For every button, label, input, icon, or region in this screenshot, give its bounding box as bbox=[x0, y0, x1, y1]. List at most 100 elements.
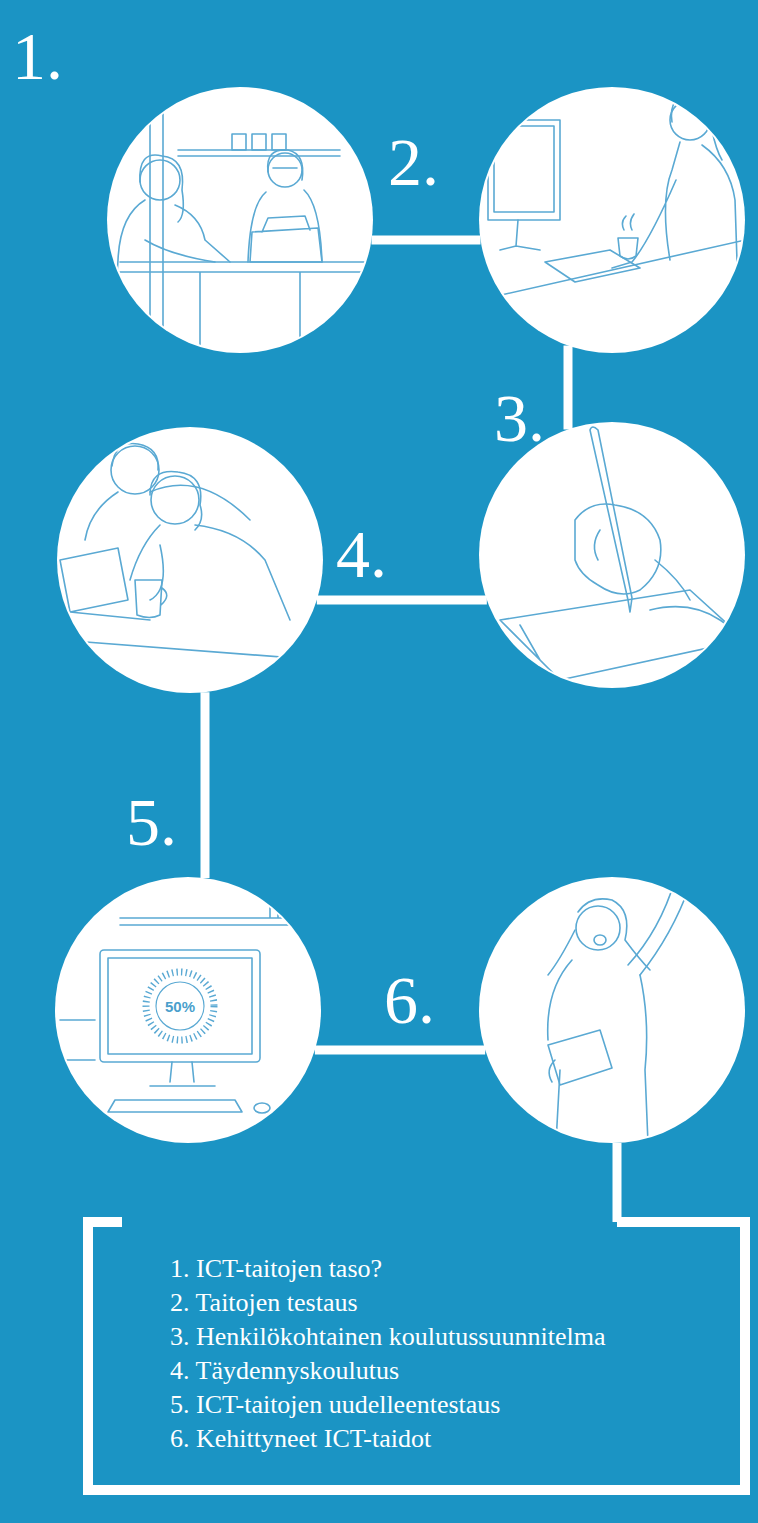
computer-desk-sketch bbox=[545, 250, 640, 282]
cheering-woman-sketch bbox=[548, 858, 698, 1143]
cheering-woman-sketch bbox=[628, 880, 690, 975]
computer-desk-sketch bbox=[618, 214, 638, 259]
progress-computer-sketch bbox=[108, 958, 252, 1054]
computer-desk-sketch bbox=[479, 240, 745, 300]
list-item: 3. Henkilökohtainen koulutussuunnitelma bbox=[170, 1320, 740, 1354]
connector-line bbox=[613, 1143, 622, 1222]
shop-counter-sketch bbox=[272, 134, 286, 150]
cheering-woman-sketch bbox=[674, 858, 698, 882]
connector-line bbox=[568, 346, 569, 430]
shop-counter-sketch bbox=[252, 134, 266, 150]
writing-hand-sketch bbox=[575, 504, 661, 594]
shop-counter-sketch bbox=[120, 262, 372, 352]
computer-desk-sketch bbox=[488, 120, 560, 220]
shop-counter-sketch bbox=[178, 150, 340, 156]
shop-counter-sketch bbox=[232, 134, 246, 150]
circle-outline bbox=[107, 87, 373, 353]
computer-desk-sketch bbox=[670, 100, 710, 140]
shop-counter-sketch bbox=[140, 155, 183, 222]
connector-line bbox=[317, 600, 487, 601]
connector-line bbox=[564, 346, 573, 430]
writing-hand-sketch bbox=[590, 427, 632, 612]
step-circle: 3. bbox=[479, 422, 745, 688]
circle-outline bbox=[479, 87, 745, 353]
connector-line bbox=[317, 596, 487, 605]
shop-counter-sketch bbox=[112, 200, 230, 352]
step-circle: 5. bbox=[55, 877, 321, 1143]
laptop-pair-sketch bbox=[135, 580, 167, 618]
laptop-pair-sketch bbox=[151, 476, 199, 524]
step-number: 6. bbox=[384, 966, 435, 1034]
laptop-pair-sketch bbox=[150, 471, 202, 530]
circle-outline bbox=[57, 427, 323, 693]
circle-fill bbox=[57, 427, 323, 693]
shop-counter-sketch bbox=[150, 88, 163, 330]
list-item: 4. Täydennyskoulutus bbox=[170, 1354, 740, 1388]
writing-hand-sketch bbox=[594, 530, 690, 600]
circle-outline bbox=[479, 422, 745, 688]
circle-outline bbox=[479, 877, 745, 1143]
step-number: 1. bbox=[12, 22, 63, 90]
laptop-pair-sketch bbox=[60, 443, 320, 660]
shop-counter-sketch bbox=[250, 216, 322, 262]
writing-hand-sketch bbox=[500, 590, 745, 680]
connector-line bbox=[205, 692, 206, 878]
circle-fill bbox=[479, 422, 745, 688]
shop-counter-sketch bbox=[268, 153, 302, 187]
connector-line bbox=[315, 1050, 485, 1051]
laptop-pair-sketch bbox=[112, 443, 158, 470]
step-circle: 2. bbox=[479, 87, 745, 353]
progress-computer-sketch bbox=[120, 885, 330, 925]
cheering-woman-sketch bbox=[548, 1030, 612, 1085]
progress-computer-sketch bbox=[60, 885, 330, 1113]
circle-outline bbox=[55, 877, 321, 1143]
bracket-line bbox=[88, 1222, 745, 1490]
shop-counter-sketch bbox=[248, 190, 322, 262]
computer-desk-sketch bbox=[612, 142, 740, 352]
computer-desk-sketch bbox=[479, 96, 745, 352]
list-frame: 1. ICT-taitojen taso?2. Taitojen testaus… bbox=[83, 1217, 750, 1495]
circle-fill bbox=[479, 87, 745, 353]
laptop-pair-sketch bbox=[111, 446, 159, 494]
writing-hand-sketch bbox=[500, 427, 745, 680]
list-item: 5. ICT-taitojen uudelleentestaus bbox=[170, 1388, 740, 1422]
computer-desk-sketch bbox=[494, 126, 554, 212]
circle-fill bbox=[107, 87, 373, 353]
laptop-pair-sketch bbox=[130, 525, 290, 620]
writing-hand-sketch bbox=[650, 607, 745, 640]
step-number: 5. bbox=[126, 788, 177, 856]
progress-computer-sketch bbox=[156, 982, 204, 1030]
laptop-pair-sketch bbox=[60, 548, 150, 620]
connector-line bbox=[371, 240, 480, 241]
cheering-woman-sketch bbox=[594, 935, 606, 945]
cheering-woman-sketch bbox=[548, 960, 648, 1143]
progress-computer-sketch bbox=[150, 1062, 215, 1086]
list-item: 1. ICT-taitojen taso? bbox=[170, 1252, 740, 1286]
shop-counter-sketch bbox=[140, 160, 180, 200]
list-item: 6. Kehittyneet ICT-taidot bbox=[170, 1422, 740, 1456]
shop-counter-sketch bbox=[112, 88, 372, 352]
connector-line bbox=[371, 236, 480, 245]
circle-fill bbox=[55, 877, 321, 1143]
list-item: 2. Taitojen testaus bbox=[170, 1286, 740, 1320]
laptop-pair-sketch bbox=[60, 640, 320, 660]
connector-line bbox=[201, 692, 210, 878]
step-circle: 6. bbox=[479, 877, 745, 1143]
step-number: 2. bbox=[388, 128, 439, 196]
progress-computer-sketch bbox=[60, 1020, 95, 1060]
computer-desk-sketch bbox=[671, 96, 722, 160]
cheering-woman-sketch bbox=[576, 906, 620, 950]
laptop-pair-sketch bbox=[85, 485, 250, 540]
step-circle: 4. bbox=[57, 427, 323, 693]
progress-computer-sketch bbox=[254, 1103, 270, 1113]
computer-desk-sketch bbox=[500, 220, 540, 250]
connector-line bbox=[617, 1143, 618, 1222]
progress-computer-sketch bbox=[146, 972, 214, 1040]
circle-fill bbox=[479, 877, 745, 1143]
cheering-woman-sketch bbox=[548, 899, 650, 975]
shop-counter-sketch bbox=[268, 150, 303, 180]
progress-computer-sketch bbox=[100, 950, 260, 1062]
step-number: 3. bbox=[494, 384, 545, 452]
